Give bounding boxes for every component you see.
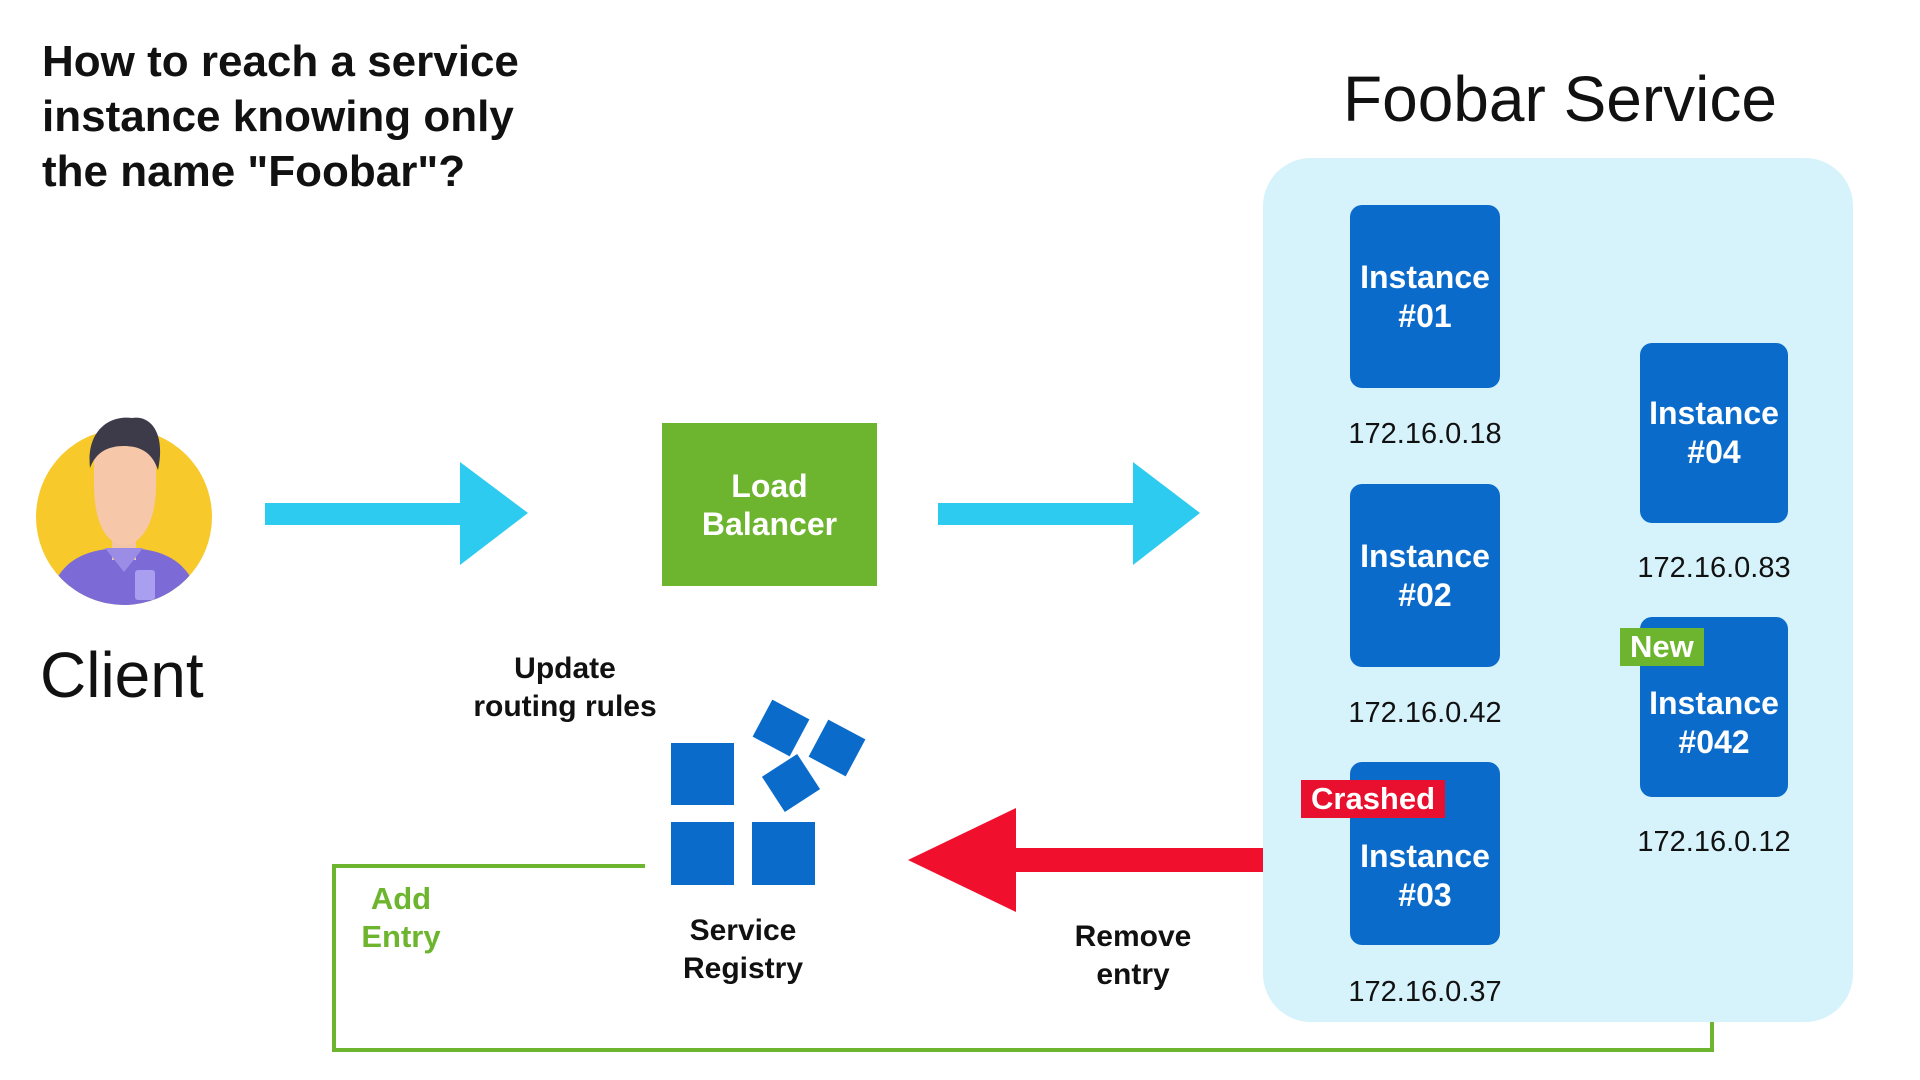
instance-number: #04	[1687, 434, 1741, 470]
add-entry-line-1: Add	[370, 881, 432, 916]
instance-01-card: Instance #01	[1350, 205, 1500, 388]
crashed-badge: Crashed	[1301, 780, 1446, 818]
registry-line-2: Registry	[682, 952, 804, 985]
instance-label: Instance	[1360, 258, 1490, 295]
registry-line-1: Service	[689, 914, 797, 947]
instance-label: Instance	[1649, 395, 1779, 431]
instance-02-ip: 172.16.0.42	[1348, 697, 1502, 729]
instance-03-ip: 172.16.0.37	[1348, 976, 1502, 1008]
question-line-2: instance knowing only	[42, 92, 514, 141]
update-rules-line-2: routing rules	[473, 690, 657, 723]
question-heading: How to reach a service instance knowing …	[42, 34, 662, 199]
new-badge: New	[1620, 628, 1704, 666]
question-line-3: the name "Foobar"?	[42, 147, 466, 196]
load-balancer-line-2: Balancer	[701, 505, 838, 542]
update-rules-line-1: Update	[514, 652, 616, 685]
load-balancer-box: Load Balancer	[662, 423, 877, 586]
add-entry-label: Add Entry	[346, 880, 456, 956]
instance-02-card: Instance #02	[1350, 484, 1500, 667]
client-label: Client	[40, 639, 204, 711]
instance-label: Instance	[1360, 537, 1490, 574]
instance-number: #02	[1398, 576, 1452, 613]
instance-number: #03	[1398, 876, 1452, 913]
instance-04-ip: 172.16.0.83	[1637, 552, 1791, 584]
remove-entry-line-1: Remove	[1074, 920, 1192, 953]
instance-042-ip: 172.16.0.12	[1637, 826, 1791, 858]
update-routing-rules-label: Update routing rules	[440, 650, 690, 726]
instance-01-ip: 172.16.0.18	[1348, 418, 1502, 450]
service-title: Foobar Service	[1343, 63, 1777, 135]
remove-entry-label: Remove entry	[1043, 918, 1223, 994]
client-to-lb-arrow	[265, 462, 528, 565]
instance-04-card: Instance #04	[1640, 343, 1788, 523]
person-avatar-icon	[36, 417, 212, 605]
service-registry-label: Service Registry	[643, 912, 843, 988]
instance-number: #01	[1398, 297, 1452, 334]
instance-number: #042	[1678, 724, 1750, 760]
lb-to-service-arrow	[938, 462, 1200, 565]
remove-entry-line-2: entry	[1096, 958, 1170, 991]
instance-label: Instance	[1360, 837, 1490, 874]
instance-label: Instance	[1649, 685, 1779, 721]
load-balancer-line-1: Load	[731, 467, 808, 504]
add-entry-line-2: Entry	[361, 919, 441, 954]
question-line-1: How to reach a service	[42, 37, 519, 86]
service-registry-icon	[671, 699, 866, 885]
